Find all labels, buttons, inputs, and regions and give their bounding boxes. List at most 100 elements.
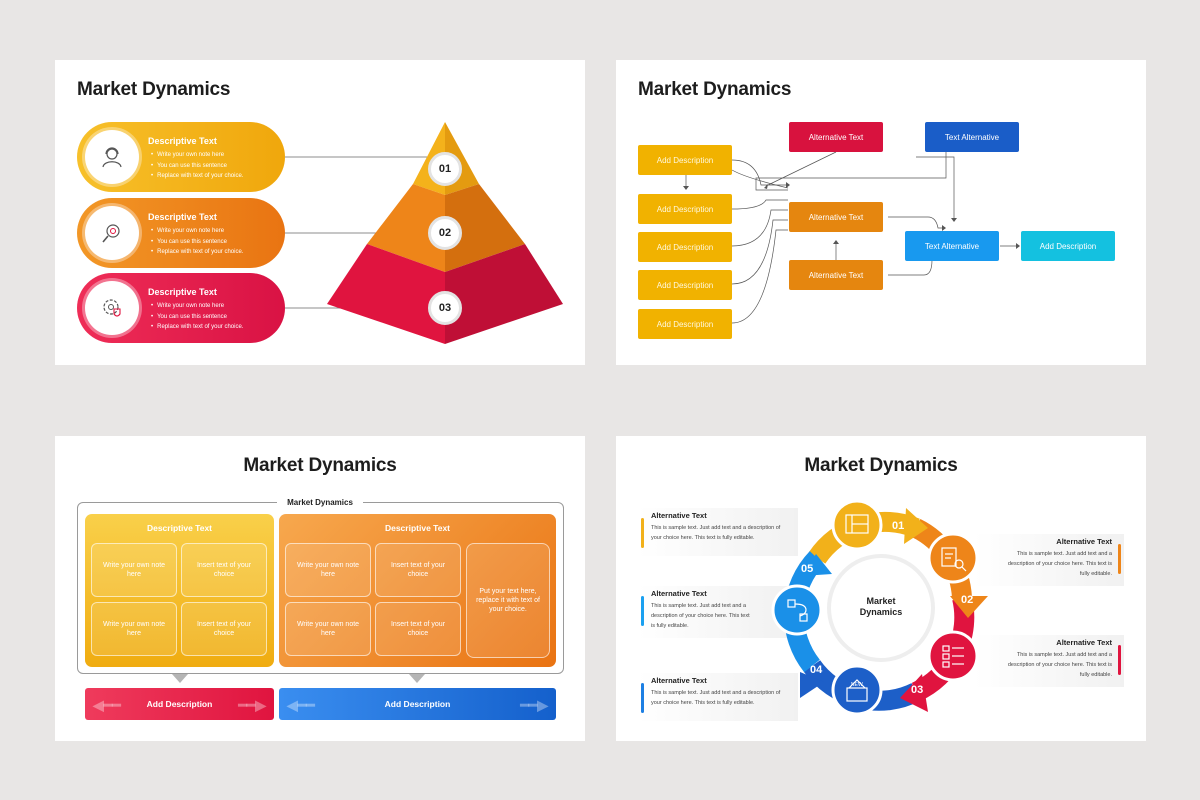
callout-desc: This is sample text. Just add text and a… <box>651 690 781 696</box>
callout-desc: This is sample text. Just add text and a <box>651 603 747 609</box>
item-bullet: Write your own note here <box>157 150 244 161</box>
left-arrow-icon: ◀━━ <box>93 697 121 713</box>
item-bullet: You can use this sentence <box>157 237 244 248</box>
item-title: Descriptive Text <box>148 136 217 146</box>
new-product-icon: NEW <box>846 679 868 702</box>
slide-grid: Market Dynamics Market Dynamics Descript… <box>55 436 585 741</box>
item-bullet: Write your own note here <box>157 226 244 237</box>
callout-desc: description of your choice here. This te… <box>651 613 750 619</box>
callout-desc: description of your choice here. This te… <box>1007 561 1112 567</box>
description-box-3: Add Description <box>638 232 737 267</box>
item-title: Descriptive Text <box>148 287 217 297</box>
callout-5: Alternative Text This is sample text. Ju… <box>638 586 788 638</box>
magnifier-search-icon <box>85 206 139 260</box>
panel-title: Descriptive Text <box>384 523 451 533</box>
pyramid-item-1: Descriptive Text Write your own note her… <box>77 122 285 192</box>
step-number-4: 04 <box>810 664 823 676</box>
note-cell: Insert text of your choice <box>181 543 267 597</box>
item-bullet: You can use this sentence <box>157 312 244 323</box>
slide-title: Market Dynamics <box>804 455 958 476</box>
step-number-2: 02 <box>961 594 974 606</box>
gear-shield-icon <box>85 281 139 335</box>
description-box-2: Add Description <box>638 194 737 229</box>
step-number-1: 01 <box>892 520 905 532</box>
panel-title: Descriptive Text <box>146 523 213 533</box>
right-panel: Descriptive Text Write your own note her… <box>279 514 556 667</box>
level-number-2: 02 <box>428 216 462 250</box>
callout-desc: This is sample text. Just add text and a <box>1016 551 1112 557</box>
step-number-3: 03 <box>911 684 924 696</box>
callout-desc: is fully editable. <box>651 623 689 629</box>
note-cell: Insert text of your choice <box>375 543 461 597</box>
callout-desc: This is sample text. Just add text and a… <box>651 525 781 531</box>
callout-title: Alternative Text <box>651 589 707 598</box>
callout-desc: your choice here. This text is fully edi… <box>651 535 755 541</box>
note-cell: Write your own note here <box>91 602 177 656</box>
slide-flowchart: Market Dynamics Add Desc <box>616 60 1146 365</box>
button-label: Add Description <box>384 699 451 709</box>
item-bullet: Replace with text of your choice. <box>157 171 243 182</box>
item-title: Descriptive Text <box>148 212 217 222</box>
slide-title: Market Dynamics <box>77 79 231 100</box>
slide-title: Market Dynamics <box>638 79 792 100</box>
note-cell: Write your own note here <box>91 543 177 597</box>
cycle-center-label: Market Dynamics <box>829 596 933 618</box>
description-box-1: Add Description <box>638 145 737 180</box>
callout-desc: fully editable. <box>1079 672 1112 678</box>
alternative-text-orange-box: Alternative Text <box>789 202 888 237</box>
note-cell: Insert text of your choice <box>181 602 267 656</box>
note-cell: Insert text of your choice <box>375 602 461 656</box>
button-label: Add Description <box>146 699 213 709</box>
left-arrow-icon: ◀━━ <box>287 697 315 713</box>
center-label-line: Market <box>866 596 896 606</box>
description-cyan-box: Add Description <box>1021 231 1120 266</box>
note-cell: Write your own note here <box>285 543 371 597</box>
cycle-graphic <box>771 499 988 716</box>
callout-title: Alternative Text <box>651 511 707 520</box>
callout-1: Alternative Text This is sample text. Ju… <box>638 508 798 556</box>
alternative-text-red-box: Alternative Text <box>789 122 888 157</box>
pyramid-graphic <box>285 122 563 344</box>
callout-desc: fully editable. <box>1079 571 1112 577</box>
item-bullet: You can use this sentence <box>157 161 244 172</box>
callout-desc: This is sample text. Just add text and a <box>1016 652 1112 658</box>
text-alternative-light-blue-box: Text Alternative <box>905 231 1004 266</box>
pyramid-item-3: Descriptive Text Write your own note her… <box>77 273 285 343</box>
description-box-5: Add Description <box>638 309 737 344</box>
svg-text:NEW: NEW <box>851 682 863 688</box>
user-headset-icon <box>85 130 139 184</box>
right-arrow-icon: ━━▶ <box>520 697 548 713</box>
note-cell: Write your own note here <box>285 602 371 656</box>
add-description-button-left[interactable]: ◀━━ Add Description ━━▶ <box>85 688 274 720</box>
callout-title: Alternative Text <box>651 676 707 685</box>
big-note-cell: Put your text here, replace it with text… <box>466 543 550 658</box>
checklist-icon <box>942 645 964 668</box>
callout-title: Alternative Text <box>1056 537 1112 546</box>
callout-3: Alternative Text This is sample text. Ju… <box>974 635 1124 687</box>
item-bullet: Replace with text of your choice. <box>157 322 243 333</box>
text-alternative-blue-box: Text Alternative <box>925 122 1024 157</box>
item-bullet: Write your own note here <box>157 301 244 312</box>
pyramid-item-2: Descriptive Text Write your own note her… <box>77 198 285 268</box>
blueprint-icon <box>845 514 869 534</box>
center-label-line: Dynamics <box>859 607 903 617</box>
down-arrow-icon <box>409 674 425 683</box>
add-description-button-right[interactable]: ◀━━ Add Description ━━▶ <box>279 688 556 720</box>
slide-cycle: Market Dynamics Alternative Text This is… <box>616 436 1146 741</box>
route-icon <box>787 599 808 622</box>
alternative-text-orange-box-lower: Alternative Text <box>789 260 888 295</box>
level-number-1: 01 <box>428 152 462 186</box>
down-arrow-icon <box>172 674 188 683</box>
left-panel: Descriptive Text Write your own note her… <box>85 514 274 667</box>
callout-2: Alternative Text This is sample text. Ju… <box>974 534 1124 586</box>
callout-desc: description of your choice here. This te… <box>1007 662 1112 668</box>
step-icons: NEW <box>787 514 967 702</box>
frame-label: Market Dynamics <box>277 498 363 507</box>
callout-title: Alternative Text <box>1056 638 1112 647</box>
callout-4: Alternative Text This is sample text. Ju… <box>638 673 798 721</box>
document-search-icon <box>941 547 967 572</box>
right-arrow-icon: ━━▶ <box>238 697 266 713</box>
description-box-4: Add Description <box>638 270 737 305</box>
level-number-3: 03 <box>428 291 462 325</box>
item-bullet: Replace with text of your choice. <box>157 247 243 258</box>
